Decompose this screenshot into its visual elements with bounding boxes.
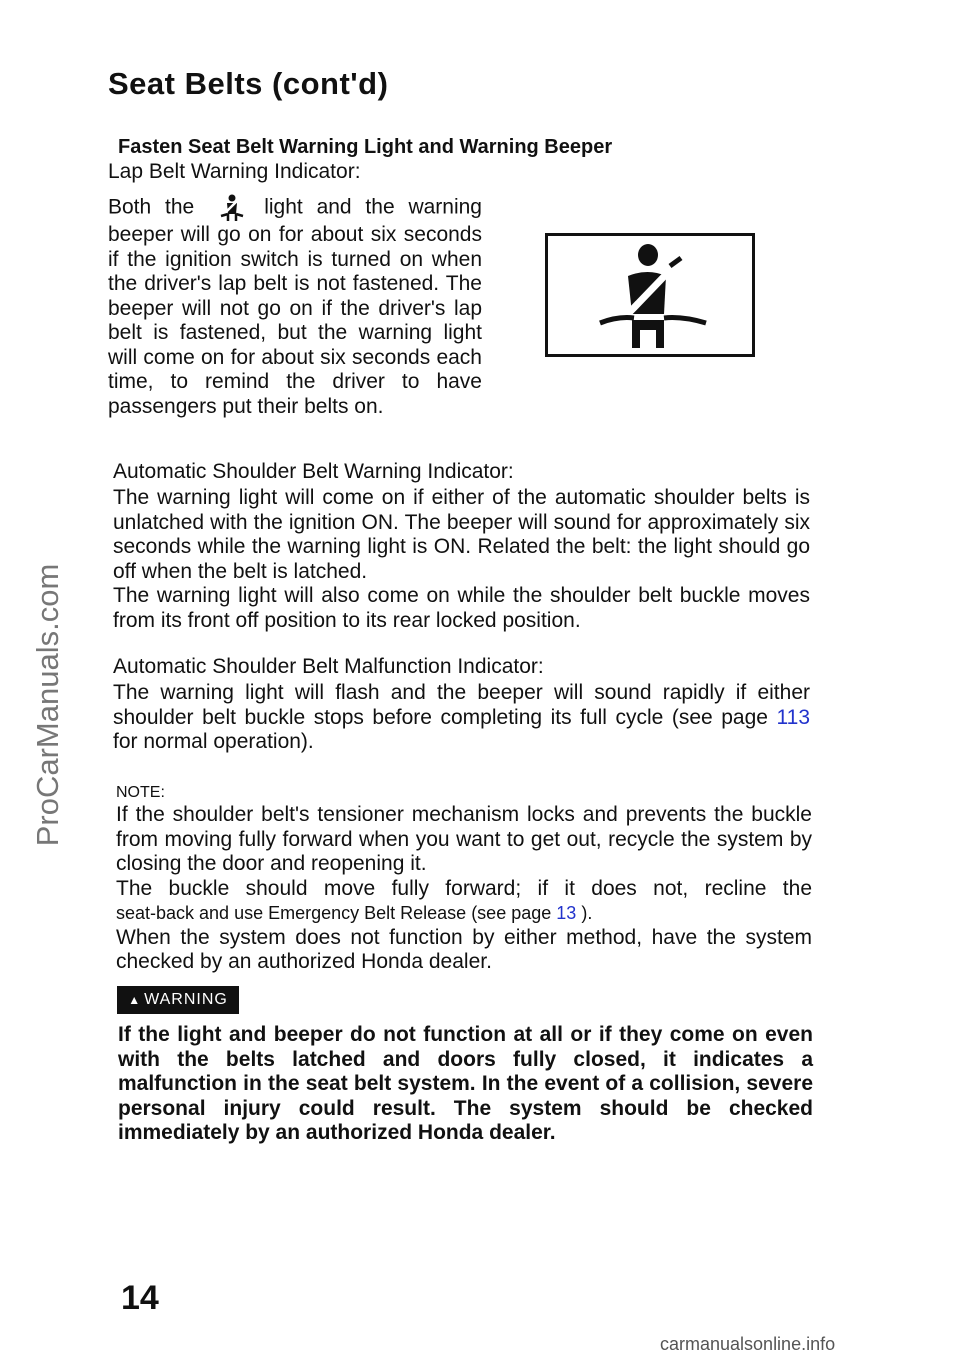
page-link-13[interactable]: 13 <box>556 903 577 923</box>
note-section: If the shoulder belt's tensioner mechani… <box>116 803 812 975</box>
footer-watermark: carmanualsonline.info <box>660 1334 836 1354</box>
malfunction-text-end: for normal operation). <box>113 730 314 753</box>
warning-badge: ▲ WARNING <box>117 986 239 1014</box>
lap-belt-label: Lap Belt Warning Indicator: <box>108 160 361 183</box>
note-paragraph-1: If the shoulder belt's tensioner mechani… <box>116 803 812 875</box>
warning-badge-label: WARNING <box>144 991 228 1008</box>
seatbelt-icon <box>216 193 246 223</box>
side-watermark: ProCarManuals.com <box>30 563 65 847</box>
note-paragraph-3: When the system does not function by eit… <box>116 925 812 974</box>
note-text: seat-back and use Emergency Belt Release… <box>116 903 552 923</box>
page-title: Seat Belts (cont'd) <box>108 66 389 101</box>
section-heading: Fasten Seat Belt Warning Light and Warni… <box>118 136 613 158</box>
page-number: 14 <box>121 1279 159 1317</box>
shoulder-belt-label: Automatic Shoulder Belt Warning Indicato… <box>113 460 514 483</box>
warning-text: If the light and beeper do not function … <box>118 1023 813 1144</box>
shoulder-belt-paragraph-2: The warning light will also come on whil… <box>113 584 810 632</box>
lap-belt-paragraph: Both the light and the warning beeper wi… <box>108 193 482 419</box>
shoulder-belt-section: The warning light will come on if either… <box>113 486 810 633</box>
note-label: NOTE: <box>116 784 165 801</box>
shoulder-belt-paragraph: The warning light will come on if either… <box>113 486 810 583</box>
malfunction-label: Automatic Shoulder Belt Malfunction Indi… <box>113 655 544 678</box>
note-text-end: ). <box>581 903 593 923</box>
lap-text-rest: light and the warning beeper will go on … <box>108 195 482 418</box>
note-paragraph-2-line-2: seat-back and use Emergency Belt Release… <box>116 901 812 926</box>
note-paragraph-2: The buckle should move fully forward; if… <box>116 876 812 900</box>
malfunction-text: The warning light will flash and the bee… <box>113 681 810 729</box>
seatbelt-indicator-icon <box>599 244 707 348</box>
page-link-113[interactable]: 113 <box>776 705 810 729</box>
malfunction-paragraph: The warning light will flash and the bee… <box>113 681 810 755</box>
lap-text-start: Both the <box>108 195 195 219</box>
seatbelt-indicator-panel <box>545 233 755 357</box>
warning-triangle-icon: ▲ <box>128 993 142 1007</box>
